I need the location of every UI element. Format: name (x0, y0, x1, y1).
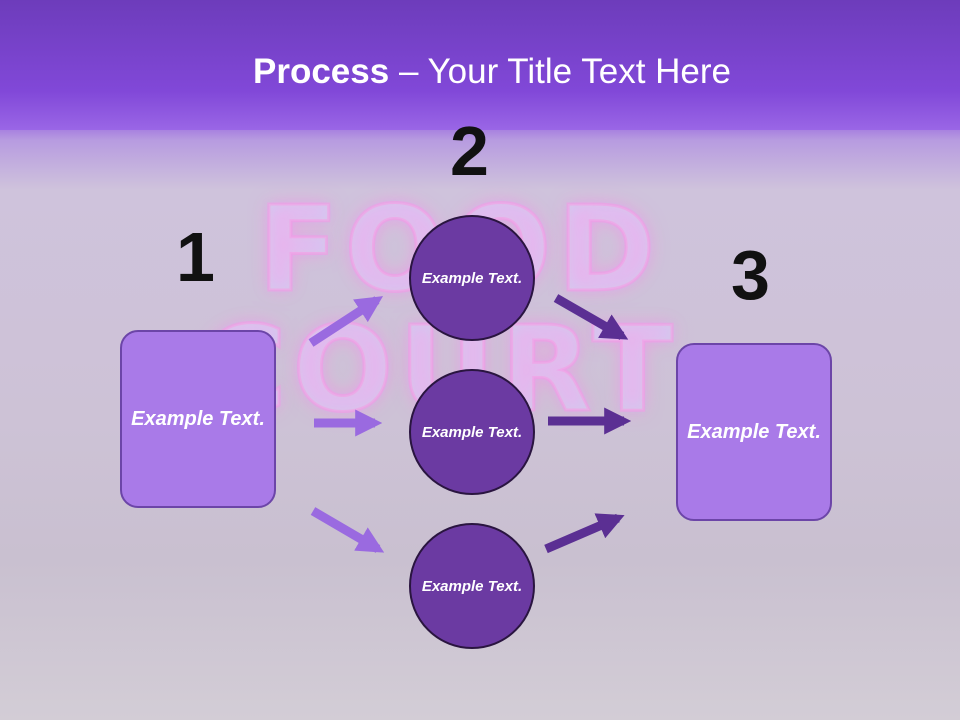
slide-title[interactable]: Process – Your Title Text Here (0, 52, 960, 92)
left-box-text: Example Text. (131, 407, 265, 430)
step-number-1: 1 (176, 218, 215, 296)
circle-top[interactable]: Example Text. (409, 215, 535, 341)
arrow-bottom-to-right (544, 513, 625, 554)
circle-top-text: Example Text. (421, 269, 523, 287)
title-band (0, 0, 960, 130)
arrow-top-to-right (553, 294, 629, 340)
title-bold: Process (253, 52, 390, 91)
circle-middle[interactable]: Example Text. (409, 369, 535, 495)
arrow-left-to-bottom (310, 507, 385, 553)
right-box[interactable]: Example Text. (676, 343, 832, 521)
circle-middle-text: Example Text. (421, 423, 523, 441)
left-box[interactable]: Example Text. (120, 330, 276, 508)
step-number-2: 2 (450, 112, 489, 190)
arrow-left-to-top (308, 296, 384, 347)
right-box-text: Example Text. (687, 420, 821, 443)
circle-bottom[interactable]: Example Text. (409, 523, 535, 649)
title-rest: – Your Title Text Here (389, 52, 731, 91)
step-number-3: 3 (731, 236, 770, 314)
circle-bottom-text: Example Text. (421, 577, 523, 595)
